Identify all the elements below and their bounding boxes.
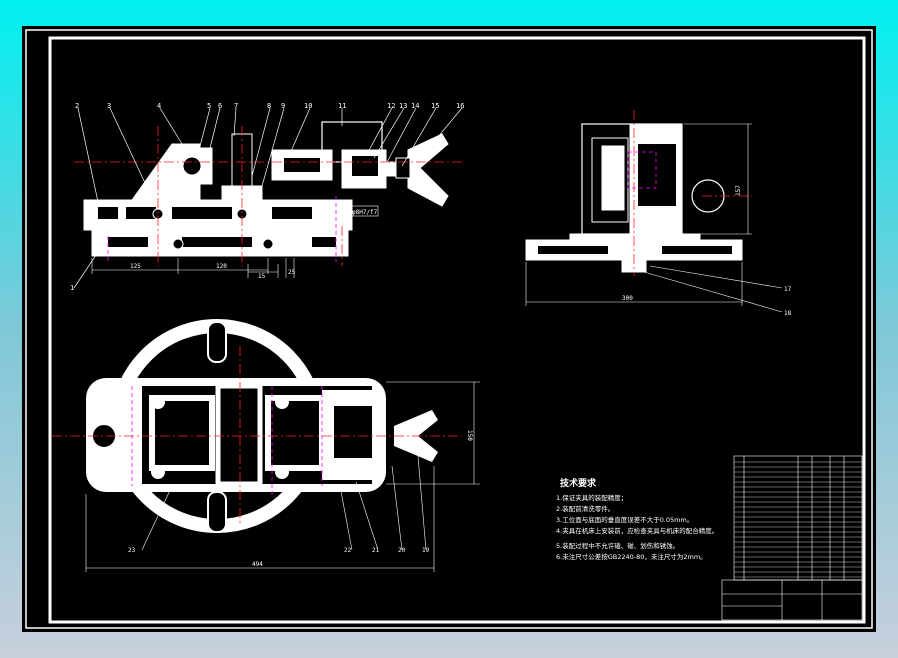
- callout-10: 10: [304, 102, 312, 110]
- callout-8: 8: [267, 102, 271, 110]
- callout-13: 13: [399, 102, 407, 110]
- top-dimension-texts: 494 150 23 22 21 20 19: [128, 430, 473, 568]
- callout-14: 14: [411, 102, 419, 110]
- technical-requirements: 技术要求 1.保证夹具的装配精度； 2.装配前清洗零件。 3.工位面与底面的垂直…: [556, 477, 718, 561]
- front-dimension-lines: [91, 205, 379, 278]
- note-line-1: 1.保证夹具的装配精度；: [556, 493, 627, 502]
- side-view: [525, 123, 743, 273]
- front-center-lines: [74, 126, 462, 266]
- callout-11: 11: [338, 102, 346, 110]
- callout-12: 12: [387, 102, 395, 110]
- callout-22: 22: [344, 547, 352, 554]
- dim-300: 300: [622, 295, 633, 302]
- note-line-6: 6.未注尺寸公差按GB2240-80，未注尺寸为2mm。: [556, 552, 707, 561]
- drawing-canvas: 2 3 4 5 6 7 8 9 10 11 12 13 14 15 16 1 1…: [22, 26, 876, 632]
- callout-9: 9: [281, 102, 285, 110]
- parts-list-rows: [734, 461, 862, 578]
- callout-21: 21: [372, 547, 380, 554]
- dim-120: 120: [216, 263, 227, 270]
- top-view: [86, 319, 438, 533]
- dim-15: 15: [258, 273, 266, 280]
- dim-fit: φ8H7/f7: [352, 209, 378, 216]
- front-dimension-texts: 125 120 15 25 φ8H7/f7: [130, 209, 378, 280]
- top-dimension-lines: [85, 381, 480, 572]
- callout-18: 18: [784, 310, 792, 317]
- callout-7: 7: [234, 102, 238, 110]
- top-center-lines: [52, 346, 462, 526]
- callout-20: 20: [398, 547, 406, 554]
- callout-17: 17: [784, 286, 792, 293]
- front-view: [83, 121, 449, 257]
- side-dimension-texts: 300 157 17 18: [622, 185, 792, 317]
- note-line-2: 2.装配前清洗零件。: [556, 504, 614, 513]
- front-callout-labels: 2 3 4 5 6 7 8 9 10 11 12 13 14 15 16 1: [70, 102, 464, 292]
- notes-title: 技术要求: [560, 477, 597, 489]
- side-center-lines: [633, 110, 752, 276]
- callout-6: 6: [218, 102, 222, 110]
- dim-494: 494: [252, 561, 263, 568]
- top-hidden-lines: [131, 386, 323, 496]
- inner-border: [48, 36, 866, 624]
- note-line-3: 3.工位面与底面的垂直度误差不大于0.05mm。: [556, 515, 693, 524]
- callout-5: 5: [207, 102, 211, 110]
- parts-list-title-block: [721, 455, 863, 621]
- callout-3: 3: [107, 102, 111, 110]
- front-leaders: [73, 107, 463, 289]
- callout-23: 23: [128, 547, 136, 554]
- dim-150: 150: [466, 430, 473, 441]
- callout-4: 4: [157, 102, 161, 110]
- callout-1: 1: [70, 284, 74, 292]
- side-dimension-lines: [525, 123, 783, 313]
- note-line-4: 4.夹具在机床上安装前，应检查夹具与机床的配合精度。: [556, 526, 718, 535]
- dim-125: 125: [130, 263, 141, 270]
- note-line-5: 5.装配过程中不允许磕、碰、划伤和锈蚀。: [556, 541, 679, 550]
- callout-19: 19: [422, 547, 430, 554]
- dim-157: 157: [735, 185, 742, 196]
- outer-border: [25, 29, 873, 629]
- front-hidden-lines: [107, 196, 337, 262]
- dim-25: 25: [288, 269, 296, 276]
- callout-15: 15: [431, 102, 439, 110]
- side-hidden-lines: [627, 151, 657, 189]
- callout-16: 16: [456, 102, 464, 110]
- callout-2: 2: [75, 102, 79, 110]
- cad-drawing: 2 3 4 5 6 7 8 9 10 11 12 13 14 15 16 1 1…: [25, 29, 873, 629]
